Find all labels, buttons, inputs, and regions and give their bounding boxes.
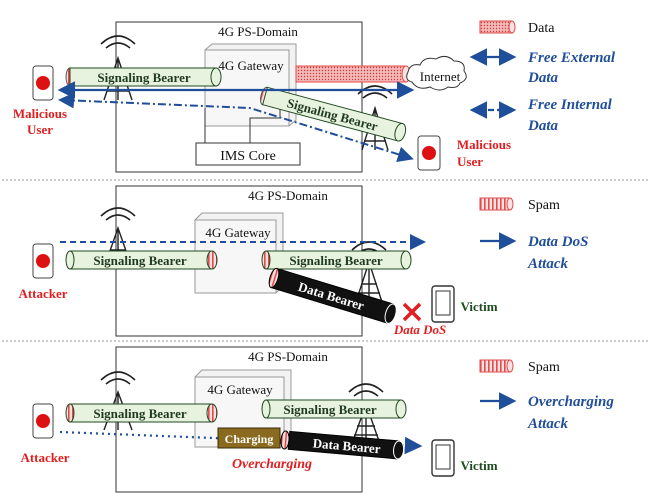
data-bearer: Data Bearer bbox=[268, 267, 397, 324]
panel-1: 4G PS-Domain 4G Gateway IMS Core bbox=[13, 20, 616, 173]
ims-core-label: IMS Core bbox=[220, 149, 276, 164]
cell-tower-icon bbox=[100, 207, 136, 269]
panel-3: 4G PS-Domain 4G Gateway Signaling Bearer… bbox=[20, 346, 614, 493]
bearer-label: Signaling Bearer bbox=[289, 253, 383, 268]
internet-label: Internet bbox=[420, 69, 461, 84]
panel-2: 4G PS-Domain 4G Gateway Signaling Bearer… bbox=[18, 185, 588, 337]
gateway-label: 4G Gateway bbox=[218, 58, 284, 73]
charging-label: Charging bbox=[225, 432, 274, 446]
data-bearer: Data Bearer bbox=[280, 430, 405, 460]
bearer-label: Signaling Bearer bbox=[97, 70, 191, 85]
victim-label: Victim bbox=[460, 458, 497, 473]
domain-title: 4G PS-Domain bbox=[248, 349, 328, 364]
legend-attack-line1: Overcharging bbox=[528, 394, 614, 410]
user-right-line1: Malicious bbox=[457, 137, 511, 152]
block-x-icon bbox=[402, 302, 422, 322]
attacker-label: Attacker bbox=[18, 286, 67, 301]
domain-title: 4G PS-Domain bbox=[248, 188, 328, 203]
victim-phone-icon bbox=[431, 439, 455, 477]
attacker-label: Attacker bbox=[20, 450, 69, 465]
user-left-line2: User bbox=[27, 122, 53, 137]
legend-spam: Spam bbox=[479, 359, 560, 375]
phone-icon bbox=[32, 243, 54, 279]
legend-attack-line2: Attack bbox=[527, 416, 568, 432]
phone-icon bbox=[32, 65, 54, 101]
legend-spam-label: Spam bbox=[528, 360, 560, 375]
signaling-bearer-left: Signaling Bearer bbox=[65, 403, 218, 423]
legend-internal-line1: Free Internal bbox=[527, 97, 613, 113]
charging-box: Charging bbox=[217, 427, 281, 449]
legend-external-line2: Data bbox=[527, 70, 559, 86]
bearer-label: Signaling Bearer bbox=[283, 402, 377, 417]
internal-data-arrow bbox=[58, 92, 414, 163]
overcharging-label: Overcharging bbox=[232, 457, 312, 472]
data-pipe bbox=[295, 65, 411, 83]
legend-data-label: Data bbox=[528, 21, 555, 36]
legend-data: Data bbox=[479, 20, 555, 36]
gateway-label: 4G Gateway bbox=[207, 382, 273, 397]
legend-external-line1: Free External bbox=[527, 50, 616, 66]
phone-icon bbox=[32, 403, 54, 439]
legend-spam: Spam bbox=[479, 197, 560, 213]
signaling-bearer-right: Signaling Bearer bbox=[261, 399, 407, 419]
bearer-label: Signaling Bearer bbox=[93, 406, 187, 421]
user-left-line1: Malicious bbox=[13, 106, 67, 121]
victim-phone-icon bbox=[431, 285, 455, 323]
gateway-label: 4G Gateway bbox=[205, 225, 271, 240]
legend-internal-line2: Data bbox=[527, 118, 559, 134]
signaling-bearer-left: Signaling Bearer bbox=[65, 67, 222, 87]
signaling-bearer-left: Signaling Bearer bbox=[65, 250, 218, 270]
bearer-label: Signaling Bearer bbox=[93, 253, 187, 268]
legend-spam-label: Spam bbox=[528, 198, 560, 213]
user-right-line2: User bbox=[457, 154, 483, 169]
dos-label: Data DoS bbox=[393, 322, 446, 337]
internet-cloud-icon: Internet bbox=[406, 55, 467, 91]
phone-icon bbox=[417, 135, 441, 171]
domain-title: 4G PS-Domain bbox=[218, 24, 298, 39]
data-bearer-label: Data Bearer bbox=[312, 435, 381, 456]
data-bearer-label: Data Bearer bbox=[297, 279, 367, 313]
victim-label: Victim bbox=[460, 299, 497, 314]
signaling-bearer-right: Signaling Bearer bbox=[261, 250, 412, 270]
legend-attack-line2: Attack bbox=[527, 256, 568, 272]
legend-attack-line1: Data DoS bbox=[527, 234, 588, 250]
